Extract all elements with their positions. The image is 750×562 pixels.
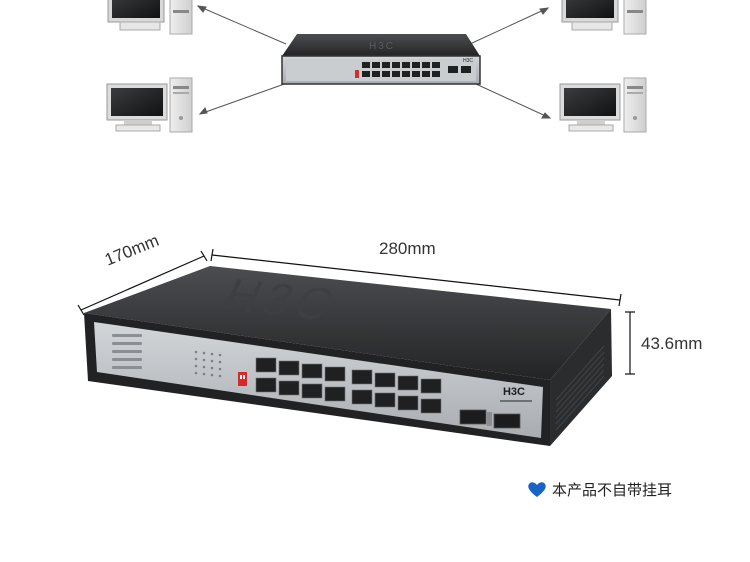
dip-switch — [238, 372, 247, 386]
connection-arrows — [196, 5, 552, 119]
sfp-ports — [459, 409, 521, 429]
small-switch: H3C H3C — [281, 34, 481, 85]
computer-top-left — [107, 0, 193, 35]
note-text: 本产品不自带挂耳 — [552, 481, 673, 499]
accessory-note: 本产品不自带挂耳 — [526, 479, 672, 500]
svg-text:H3C: H3C — [369, 41, 395, 52]
computer-top-right — [561, 0, 647, 35]
large-switch: H3C — [84, 266, 612, 446]
height-label: 43.6mm — [641, 334, 703, 353]
rj45-ports — [255, 357, 442, 414]
computer-bottom-left — [106, 77, 193, 133]
computer-bottom-right — [559, 77, 647, 133]
width-label: 280mm — [379, 239, 436, 258]
brand-logo: H3C — [503, 386, 525, 398]
dimension-lines — [77, 248, 635, 375]
svg-text:H3C: H3C — [463, 58, 473, 64]
svg-text:H3C: H3C — [215, 270, 346, 331]
heart-icon — [528, 482, 546, 497]
